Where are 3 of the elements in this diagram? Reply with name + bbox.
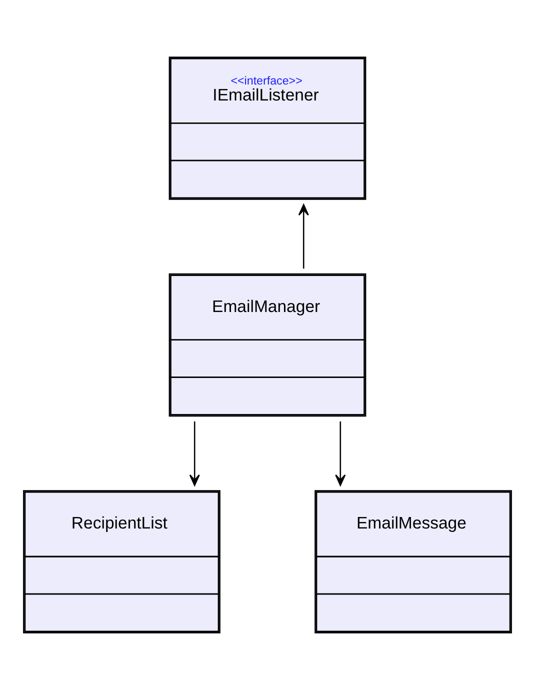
arrow [298, 204, 309, 269]
arrow [335, 421, 346, 486]
arrow [189, 421, 200, 486]
